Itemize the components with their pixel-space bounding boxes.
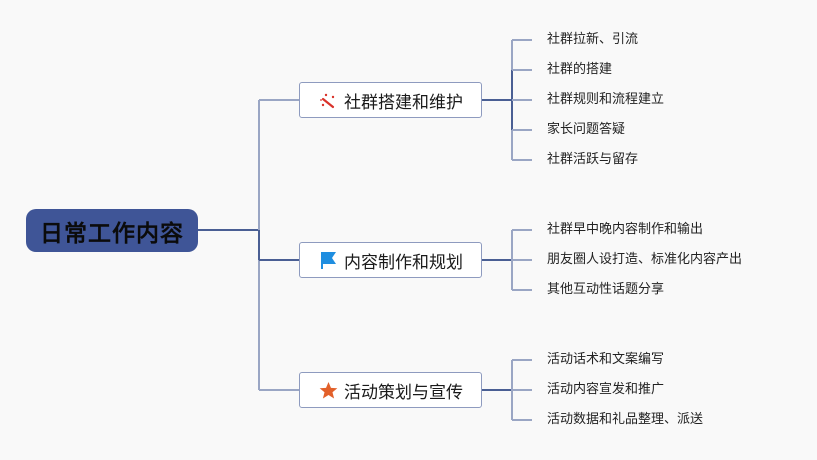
branch-topic-label: 社群搭建和维护 [344, 92, 463, 113]
flag-icon [318, 250, 338, 270]
root-topic-label: 日常工作内容 [40, 220, 184, 247]
branch-topic-label: 内容制作和规划 [344, 252, 463, 273]
star-icon [318, 380, 338, 400]
leaf-topic[interactable]: 朋友圈人设打造、标准化内容产出 [547, 252, 743, 267]
branch-topic-activity[interactable]: 活动策划与宣传 [299, 372, 482, 408]
leaf-topic[interactable]: 社群规则和流程建立 [547, 92, 665, 107]
leaf-topic[interactable]: 家长问题答疑 [547, 122, 626, 137]
branch-topic-community[interactable]: 社群搭建和维护 [299, 82, 482, 118]
leaf-topic[interactable]: 活动话术和文案编写 [547, 352, 665, 367]
leaf-topic[interactable]: 其他互动性话题分享 [547, 282, 665, 297]
leaf-topic[interactable]: 活动内容宣发和推广 [547, 382, 665, 397]
leaf-topic[interactable]: 社群早中晚内容制作和输出 [547, 222, 704, 237]
branch-topic-label: 活动策划与宣传 [344, 382, 463, 403]
root-topic[interactable]: 日常工作内容 [26, 209, 198, 252]
leaf-topic[interactable]: 社群活跃与留存 [547, 152, 639, 167]
branch-topic-content[interactable]: 内容制作和规划 [299, 242, 482, 278]
leaf-topic[interactable]: 活动数据和礼品整理、派送 [547, 412, 704, 427]
leaf-topic[interactable]: 社群的搭建 [547, 62, 613, 77]
magic-wand-icon [318, 90, 338, 110]
leaf-topic[interactable]: 社群拉新、引流 [547, 32, 639, 47]
